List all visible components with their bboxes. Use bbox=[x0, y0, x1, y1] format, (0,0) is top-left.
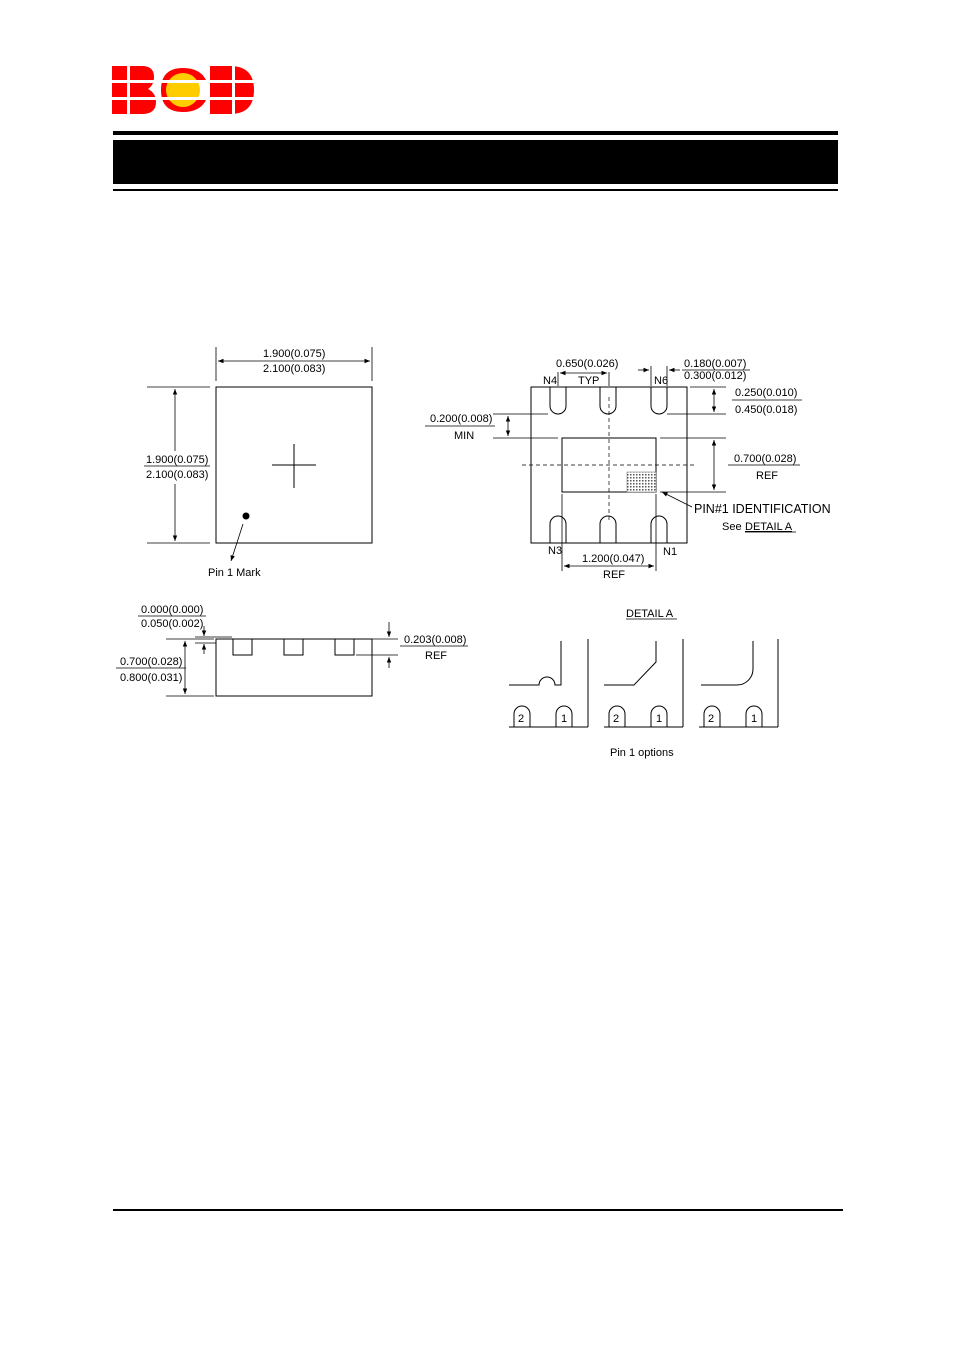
dim-lead-length-a: 0.250(0.010) bbox=[735, 387, 797, 399]
dim-min-note: MIN bbox=[454, 430, 474, 442]
bottom-view: 0.650(0.026) TYP 0.180(0.007) 0.300(0.01… bbox=[425, 358, 831, 581]
lead-n2 bbox=[599, 515, 617, 543]
lead-n1 bbox=[650, 515, 668, 543]
header-band bbox=[113, 140, 838, 184]
pin1-option-radius: 2 1 bbox=[699, 639, 779, 728]
header-rule-thick bbox=[113, 131, 838, 135]
header-rule-thin bbox=[113, 189, 838, 191]
detail-a: DETAIL A 2 1 2 1 bbox=[509, 608, 779, 759]
dim-lead-thickness-note: REF bbox=[425, 650, 447, 662]
top-view-body bbox=[215, 386, 373, 544]
side-lead-2 bbox=[283, 638, 304, 656]
dim-pad-height-note: REF bbox=[756, 470, 778, 482]
lead-n5 bbox=[599, 387, 617, 415]
pin-label-n4: N4 bbox=[543, 375, 557, 387]
pin1-dot bbox=[242, 512, 250, 520]
lead-n4 bbox=[549, 387, 567, 415]
pin1-option-notch: 2 1 bbox=[509, 639, 589, 728]
svg-text:2: 2 bbox=[613, 713, 619, 725]
dim-pad-width-note: REF bbox=[603, 569, 625, 581]
side-lead-3 bbox=[334, 638, 355, 656]
svg-text:1: 1 bbox=[656, 713, 662, 725]
dim-lead-length-b: 0.450(0.018) bbox=[735, 404, 797, 416]
dim-standoff-a: 0.000(0.000) bbox=[141, 604, 203, 616]
dim-min: 0.200(0.008) bbox=[430, 413, 492, 425]
dim-lead-width-a: 0.180(0.007) bbox=[684, 358, 746, 370]
svg-text:1: 1 bbox=[751, 713, 757, 725]
top-view: 1.900(0.075) 2.100(0.083) 1.900(0.075) 2… bbox=[144, 347, 373, 579]
pin-label-n3: N3 bbox=[548, 545, 562, 557]
pin1-id-label: PIN#1 IDENTIFICATION bbox=[694, 502, 831, 516]
side-view-body bbox=[215, 638, 373, 697]
pin-label-n1: N1 bbox=[663, 546, 677, 558]
detail-a-title: DETAIL A bbox=[626, 608, 674, 620]
detail-pin2-label: 2 bbox=[518, 713, 524, 725]
lead-n3 bbox=[549, 515, 567, 543]
dim-top-width-a: 1.900(0.075) bbox=[263, 348, 325, 360]
pin1-options-caption: Pin 1 options bbox=[610, 747, 674, 759]
dim-lead-width-b: 0.300(0.012) bbox=[684, 370, 746, 382]
dim-pad-height: 0.700(0.028) bbox=[734, 453, 796, 465]
pin1-option-chamfer: 2 1 bbox=[604, 639, 684, 728]
dim-thickness-a: 0.700(0.028) bbox=[120, 656, 182, 668]
pin1-mark-label: Pin 1 Mark bbox=[208, 567, 261, 579]
see-label: See bbox=[722, 521, 742, 533]
bcd-logo bbox=[112, 66, 254, 114]
dim-top-height-a: 1.900(0.075) bbox=[146, 454, 208, 466]
footer-rule bbox=[113, 1209, 843, 1211]
side-lead-1 bbox=[232, 638, 253, 656]
dim-pitch: 0.650(0.026) bbox=[556, 358, 618, 370]
dim-standoff-b: 0.050(0.002) bbox=[141, 618, 203, 630]
dim-pad-width: 1.200(0.047) bbox=[582, 553, 644, 565]
dim-top-width-b: 2.100(0.083) bbox=[263, 363, 325, 375]
detail-pin1-label: 1 bbox=[561, 713, 567, 725]
pin-label-n6: N6 bbox=[654, 375, 668, 387]
dim-pitch-note: TYP bbox=[578, 375, 599, 387]
side-view: 0.000(0.000) 0.050(0.002) 0.700(0.028) 0… bbox=[116, 604, 468, 697]
lead-n6 bbox=[650, 387, 668, 415]
dim-top-height-b: 2.100(0.083) bbox=[146, 469, 208, 481]
dim-lead-thickness: 0.203(0.008) bbox=[404, 634, 466, 646]
pin1-identification-mark bbox=[626, 471, 657, 493]
svg-text:2: 2 bbox=[708, 713, 714, 725]
dim-thickness-b: 0.800(0.031) bbox=[120, 672, 182, 684]
detail-a-link: DETAIL A bbox=[745, 521, 793, 533]
